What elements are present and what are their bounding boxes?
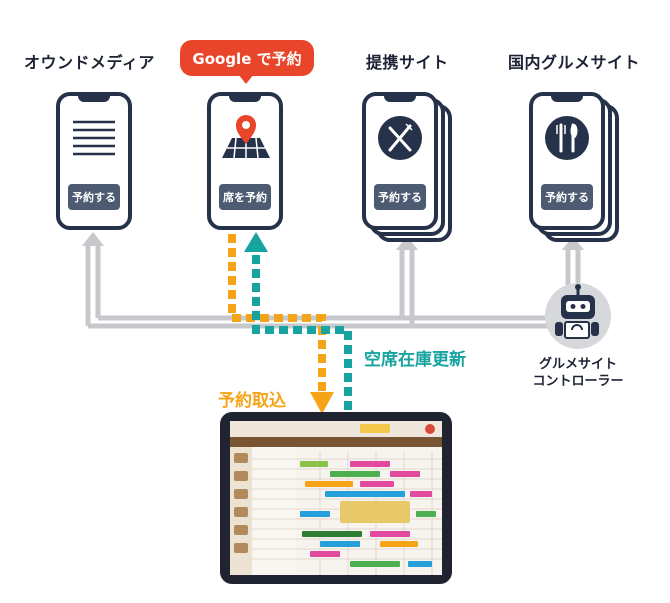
gray-arrowhead-gourmet <box>562 236 584 250</box>
orange-arrowhead <box>310 392 334 414</box>
channel-label-gourmet-sites: 国内グルメサイト <box>508 53 641 72</box>
import-reservations-label: 予約取込 <box>218 391 286 411</box>
phone-notch <box>384 94 416 102</box>
reserve-button-owned-media[interactable]: 予約する <box>68 184 120 210</box>
teal-path <box>252 250 352 410</box>
phone-notch <box>229 94 261 102</box>
ledger-ui-illustration <box>230 421 442 575</box>
google-reserve-badge: Google で予約 <box>180 40 314 76</box>
fork-knife-icon <box>545 116 589 160</box>
reserve-seat-button[interactable]: 席を予約 <box>219 184 271 210</box>
controller-label-line2: コントローラー <box>532 374 624 389</box>
phone-owned-media: 予約する <box>56 92 132 230</box>
gray-arrowhead-ownedmedia <box>82 232 104 246</box>
gray-arrowhead-partner <box>396 236 418 250</box>
google-badge-tail <box>238 74 254 84</box>
channel-label-partner-sites: 提携サイト <box>366 53 449 72</box>
phone-notch <box>78 94 110 102</box>
phone-notch <box>551 94 583 102</box>
map-pin-icon <box>222 115 270 159</box>
channel-label-owned-media: オウンドメディア <box>24 53 155 72</box>
orange-path <box>228 234 326 392</box>
document-lines-icon <box>73 120 115 156</box>
robot-icon <box>545 283 611 349</box>
phone-google: 席を予約 <box>207 92 283 230</box>
reservation-ledger-screen <box>230 421 442 575</box>
vacancy-update-label: 空席在庫更新 <box>364 350 466 370</box>
tablet-icon <box>220 412 452 584</box>
phone-gourmet-sites: 予約する <box>529 92 605 230</box>
fork-knife-icon <box>378 116 422 160</box>
reserve-button-partner[interactable]: 予約する <box>374 184 426 210</box>
gourmet-site-controller-label: グルメサイト コントローラー <box>518 356 638 390</box>
reserve-button-gourmet[interactable]: 予約する <box>541 184 593 210</box>
phone-partner-sites: 予約する <box>362 92 438 230</box>
controller-label-line1: グルメサイト <box>538 357 617 372</box>
teal-arrowhead <box>244 232 268 252</box>
